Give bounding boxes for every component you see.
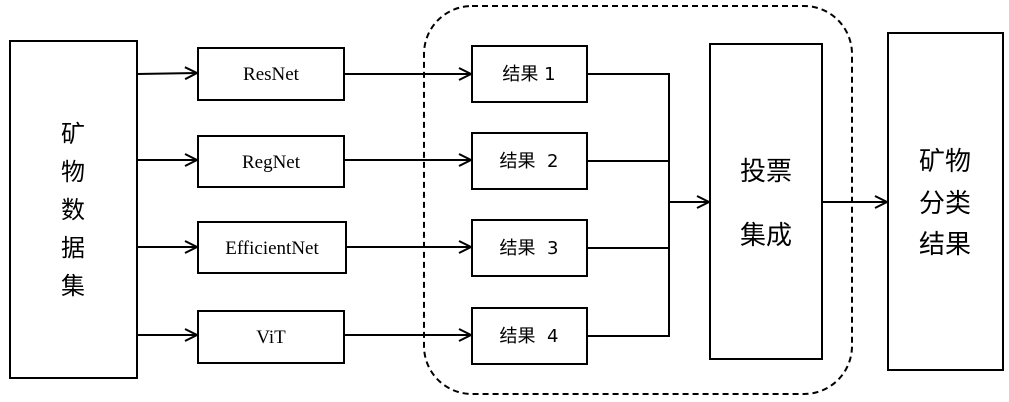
model-box-vit xyxy=(197,310,345,364)
dataset-label-char-5: 集 xyxy=(61,272,85,300)
result-label-1: 结果 1 xyxy=(502,64,555,85)
dataset-label-char-1: 矿 xyxy=(61,120,85,148)
output-box xyxy=(887,32,1004,371)
voting-label-line-2: 集成 xyxy=(740,221,792,251)
model-label-vit: ViT xyxy=(256,327,286,348)
result-box-1 xyxy=(471,45,588,103)
result-label-2: 结果 2 xyxy=(500,151,559,172)
dataset-label-char-3: 数 xyxy=(61,196,85,224)
voting-label-line-1: 投票 xyxy=(740,157,792,187)
model-label-regnet: RegNet xyxy=(242,152,301,173)
voting-ensemble-box xyxy=(709,43,823,360)
result-label-4: 结果 4 xyxy=(500,326,559,347)
dataset-label-char-4: 据 xyxy=(61,234,85,262)
output-label-line-1: 矿物 xyxy=(919,147,971,177)
dataset-box xyxy=(9,40,138,379)
result-label-3: 结果 3 xyxy=(500,238,559,259)
ensemble-group-outline xyxy=(423,5,853,395)
result-box-2 xyxy=(471,132,588,190)
arrow-dataset-to-resnet xyxy=(136,73,197,74)
result-box-4 xyxy=(471,307,588,365)
output-label-line-2: 分类 xyxy=(919,189,971,219)
dataset-label-char-2: 物 xyxy=(61,158,85,186)
result-box-3 xyxy=(471,219,588,277)
model-box-resnet xyxy=(197,47,345,101)
model-label-efficientnet: EfficientNet xyxy=(225,238,319,259)
model-box-efficientnet xyxy=(197,221,347,274)
model-label-resnet: ResNet xyxy=(243,64,300,85)
output-label-line-3: 结果 xyxy=(919,230,971,260)
model-box-regnet xyxy=(197,135,345,188)
